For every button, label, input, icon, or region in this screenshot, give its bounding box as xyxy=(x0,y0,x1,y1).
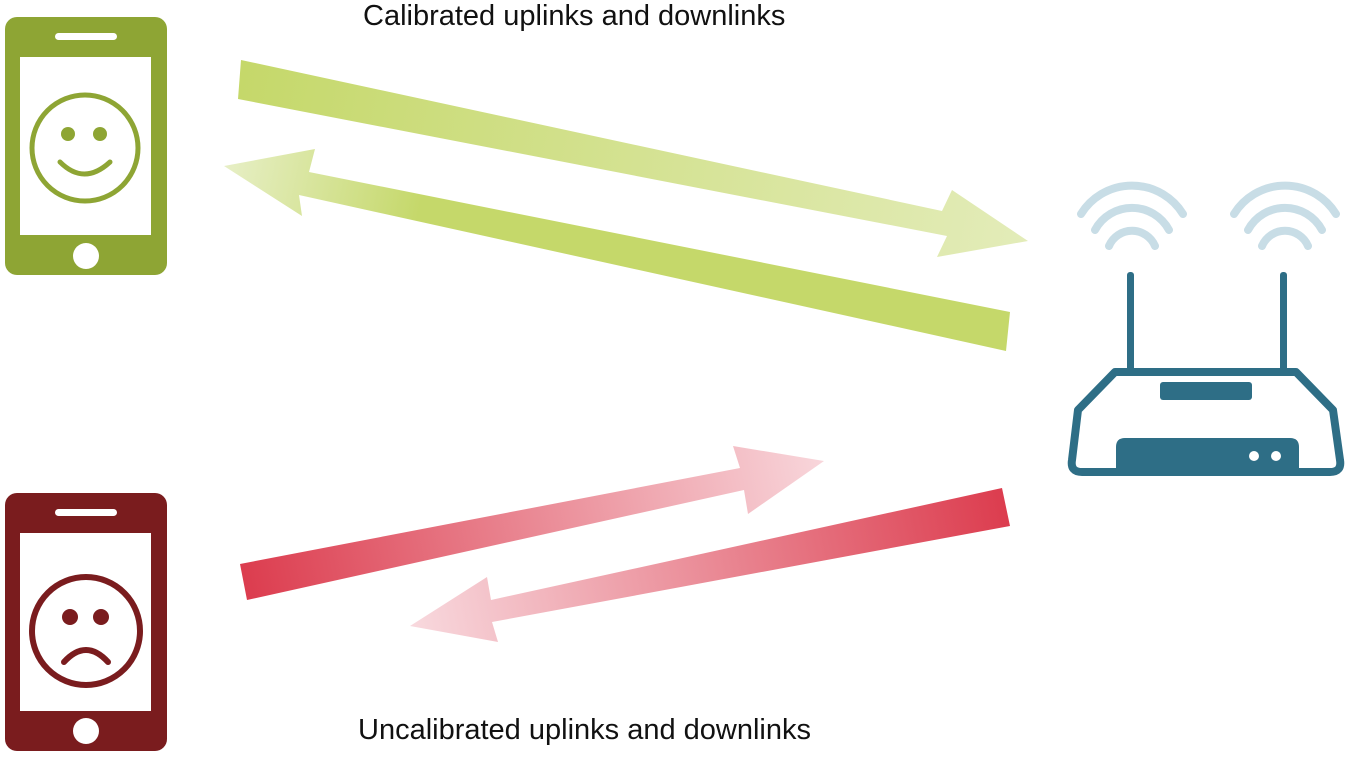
sad-face-icon xyxy=(29,574,143,688)
uncalibrated-uplink-arrow xyxy=(240,446,824,600)
wifi-router-icon xyxy=(1067,181,1345,476)
uncalibrated-links-label: Uncalibrated uplinks and downlinks xyxy=(358,714,811,746)
calibrated-links-label: Calibrated uplinks and downlinks xyxy=(363,0,786,32)
smartphone-happy-face-icon xyxy=(5,17,167,275)
wifi-signal-left-icon xyxy=(1077,181,1187,250)
wifi-signal-right-icon xyxy=(1230,181,1340,250)
uncalibrated-downlink-arrow xyxy=(410,488,1010,642)
happy-face-icon xyxy=(29,92,141,204)
smartphone-sad-face-icon xyxy=(5,493,167,751)
calibrated-uplink-arrow xyxy=(238,60,1028,257)
calibrated-downlink-arrow xyxy=(224,149,1010,351)
